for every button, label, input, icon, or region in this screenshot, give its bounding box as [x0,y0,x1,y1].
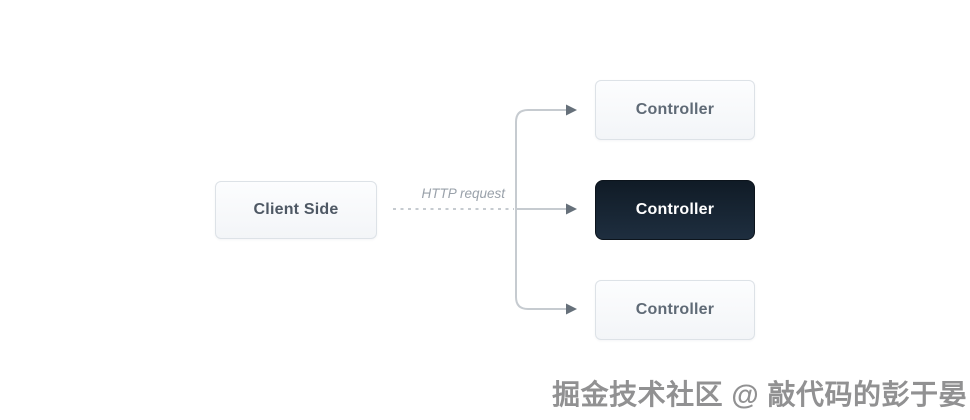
controller-box-middle-selected: Controller [595,180,755,240]
controller-bottom-label: Controller [635,301,715,318]
arrowhead-bottom [566,303,577,315]
controller-top-label: Controller [635,101,715,118]
client-side-label: Client Side [253,201,339,218]
client-side-box: Client Side [215,181,377,239]
watermark-text: 掘金技术社区 @ 敲代码的彭于晏 [552,379,967,410]
controller-middle-label: Controller [635,201,715,218]
controller-box-top: Controller [595,80,755,140]
branch-trunk [515,109,566,310]
arrowhead-top [566,104,577,116]
http-request-label: HTTP request [421,186,505,201]
arrowhead-middle [566,203,577,215]
controller-box-bottom: Controller [595,280,755,340]
